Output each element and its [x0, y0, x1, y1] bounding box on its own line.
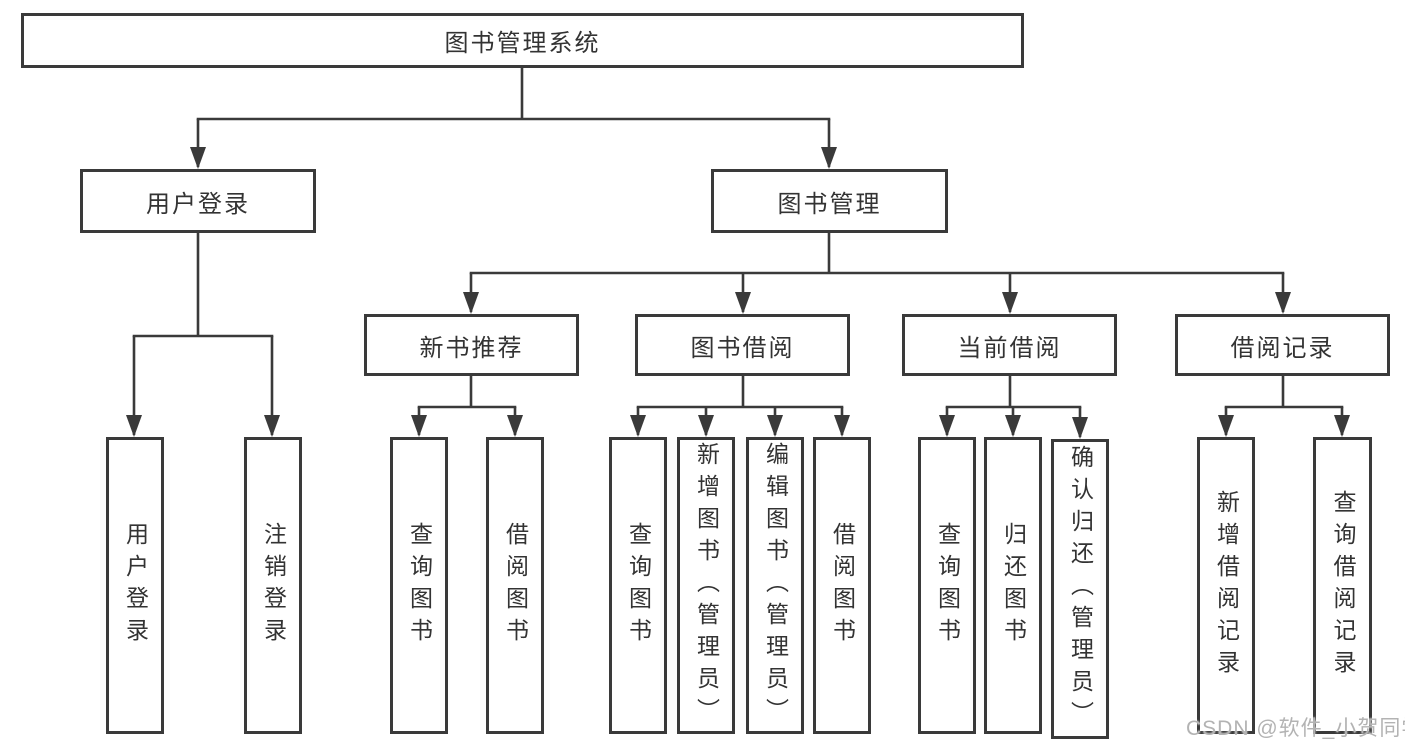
leaf-add-borrow-record: 新增借阅记录: [1197, 437, 1255, 734]
leaf-label: 新增图书（管理员）: [693, 441, 720, 730]
connector-segments: [132, 66, 1344, 409]
leaf-label: 归还图书: [1000, 521, 1027, 650]
leaf-query-borrow-record: 查询借阅记录: [1313, 437, 1372, 734]
node-new-book-recommend: 新书推荐: [364, 314, 579, 376]
leaf-user-login: 用户登录: [106, 437, 164, 734]
leaf-borrow-books: 借阅图书: [813, 437, 871, 734]
leaf-label: 查询图书: [406, 521, 433, 650]
leaf-edit-books-admin: 编辑图书（管理员）: [746, 437, 804, 734]
leaf-label: 查询图书: [625, 521, 652, 650]
leaf-add-books-admin: 新增图书（管理员）: [677, 437, 735, 734]
connector-arrows: [126, 119, 1350, 439]
leaf-label: 编辑图书（管理员）: [762, 441, 789, 730]
node-user-login: 用户登录: [80, 169, 316, 233]
leaf-confirm-return-admin: 确认归还（管理员）: [1051, 439, 1109, 739]
node-library-management-system: 图书管理系统: [21, 13, 1024, 68]
csdn-watermark: CSDN @软件_小贺同学: [1186, 717, 1405, 740]
leaf-label: 新增借阅记录: [1213, 489, 1240, 682]
leaf-label: 借阅图书: [502, 521, 529, 650]
node-borrow-record: 借阅记录: [1175, 314, 1390, 376]
node-current-borrow: 当前借阅: [902, 314, 1117, 376]
leaf-label: 借阅图书: [829, 521, 856, 650]
leaf-logout-login: 注销登录: [244, 437, 302, 734]
node-label: 图书管理系统: [444, 30, 601, 57]
leaf-query-books-borrow: 查询图书: [609, 437, 667, 734]
leaf-label: 确认归还（管理员）: [1067, 445, 1094, 733]
leaf-query-books-recommend: 查询图书: [390, 437, 448, 734]
leaf-label: 注销登录: [260, 521, 287, 650]
node-label: 用户登录: [146, 190, 250, 218]
node-label: 图书借阅: [690, 334, 795, 362]
leaf-label: 用户登录: [122, 521, 149, 650]
leaf-return-books: 归还图书: [984, 437, 1042, 734]
node-label: 当前借阅: [957, 334, 1062, 362]
leaf-borrow-books-recommend: 借阅图书: [486, 437, 544, 734]
node-label: 新书推荐: [419, 334, 524, 362]
node-book-management: 图书管理: [711, 169, 948, 233]
node-label: 借阅记录: [1230, 334, 1335, 362]
node-label: 图书管理: [777, 190, 882, 218]
leaf-label: 查询借阅记录: [1330, 489, 1356, 682]
leaf-label: 查询图书: [934, 521, 961, 650]
leaf-query-books-current: 查询图书: [918, 437, 976, 734]
node-book-borrow: 图书借阅: [635, 314, 850, 376]
